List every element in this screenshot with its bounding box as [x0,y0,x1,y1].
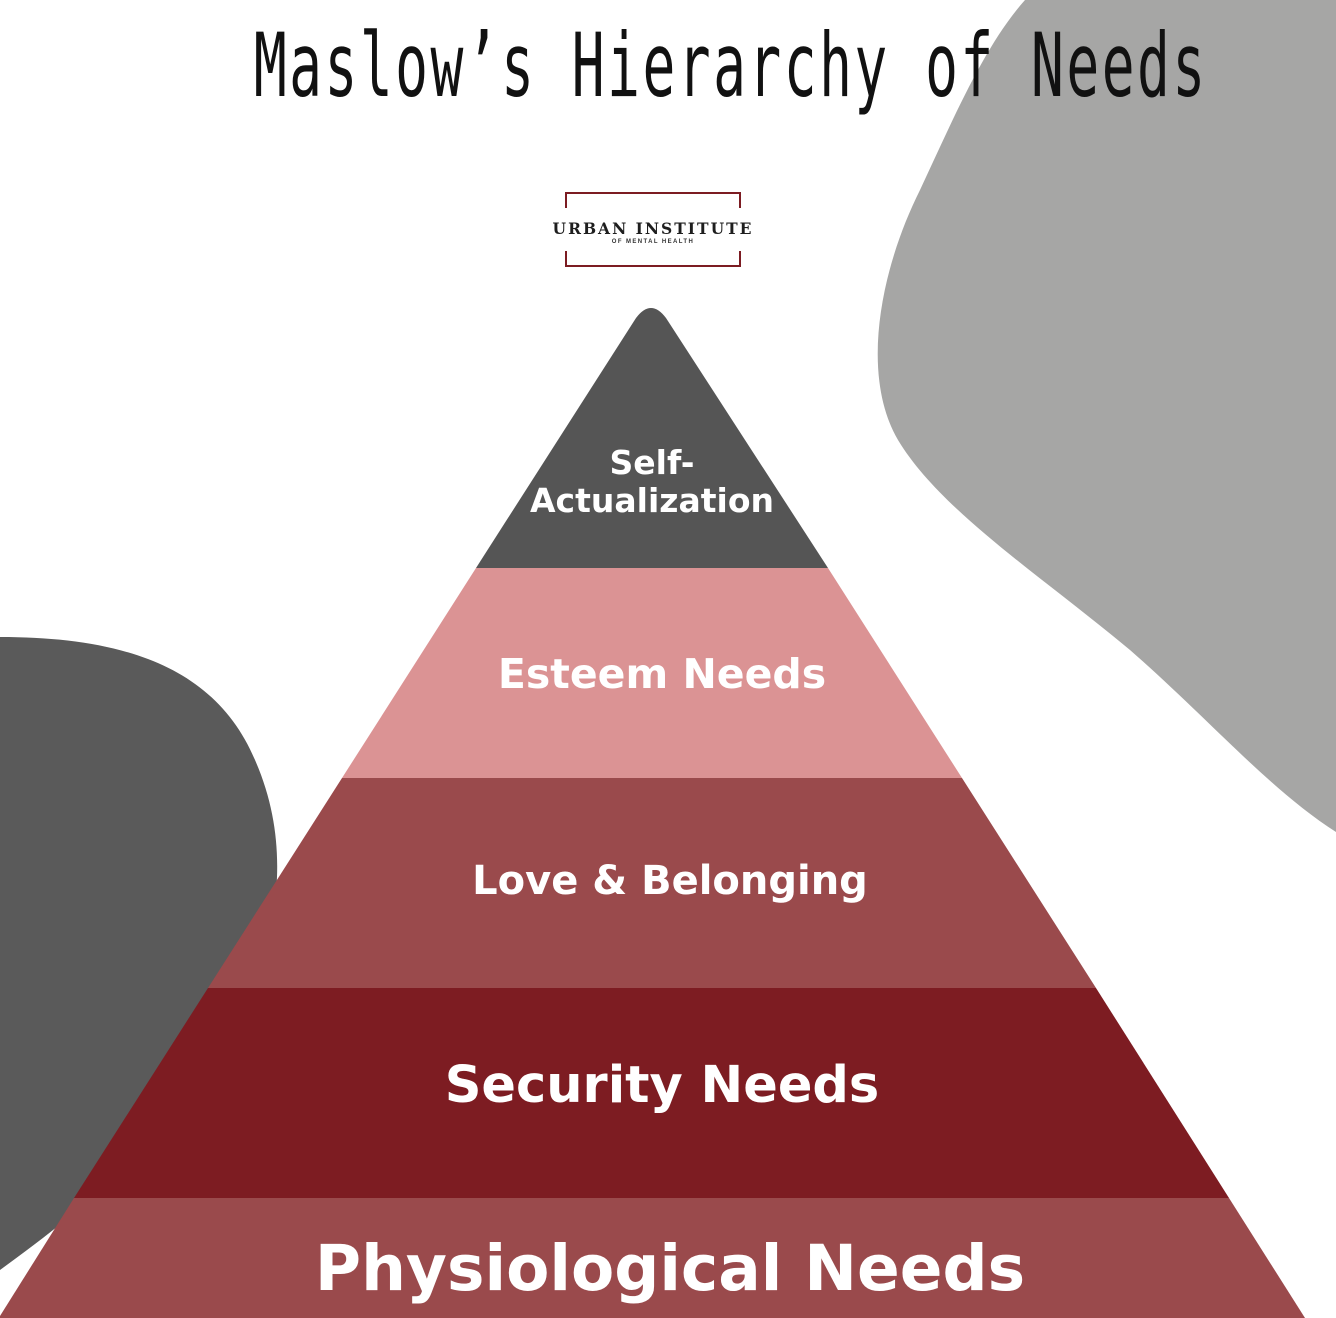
tier-self-actualization [476,308,828,568]
logo-name: URBAN INSTITUTE [552,219,754,238]
label-security-needs-text: Security Needs [444,1056,880,1115]
decorative-blob-right [877,0,1336,832]
label-love-belonging-text: Love & Belonging [472,858,868,904]
decorative-blob-left [0,637,278,1270]
logo-frame [565,192,741,267]
urban-institute-logo: URBAN INSTITUTE OF MENTAL HEALTH [533,192,773,268]
tier-security-needs [74,988,1229,1198]
tier-physiological-needs [0,1198,1305,1318]
tier-love-belonging [208,778,1096,988]
logo-frame-top [565,192,741,208]
label-self-actualization-line1: Self- [609,443,695,482]
label-self-actualization-line2: Actualization [530,481,774,520]
label-esteem-needs-text: Esteem Needs [497,650,827,698]
logo-subtitle: OF MENTAL HEALTH [611,239,695,245]
label-physiological-needs-text: Physiological Needs [314,1232,1026,1305]
tier-esteem-needs [342,568,962,778]
page-title: Maslow’s Hierarchy of Needs [253,14,1208,117]
pyramid [0,308,1305,1318]
logo-frame-bottom [565,251,741,267]
